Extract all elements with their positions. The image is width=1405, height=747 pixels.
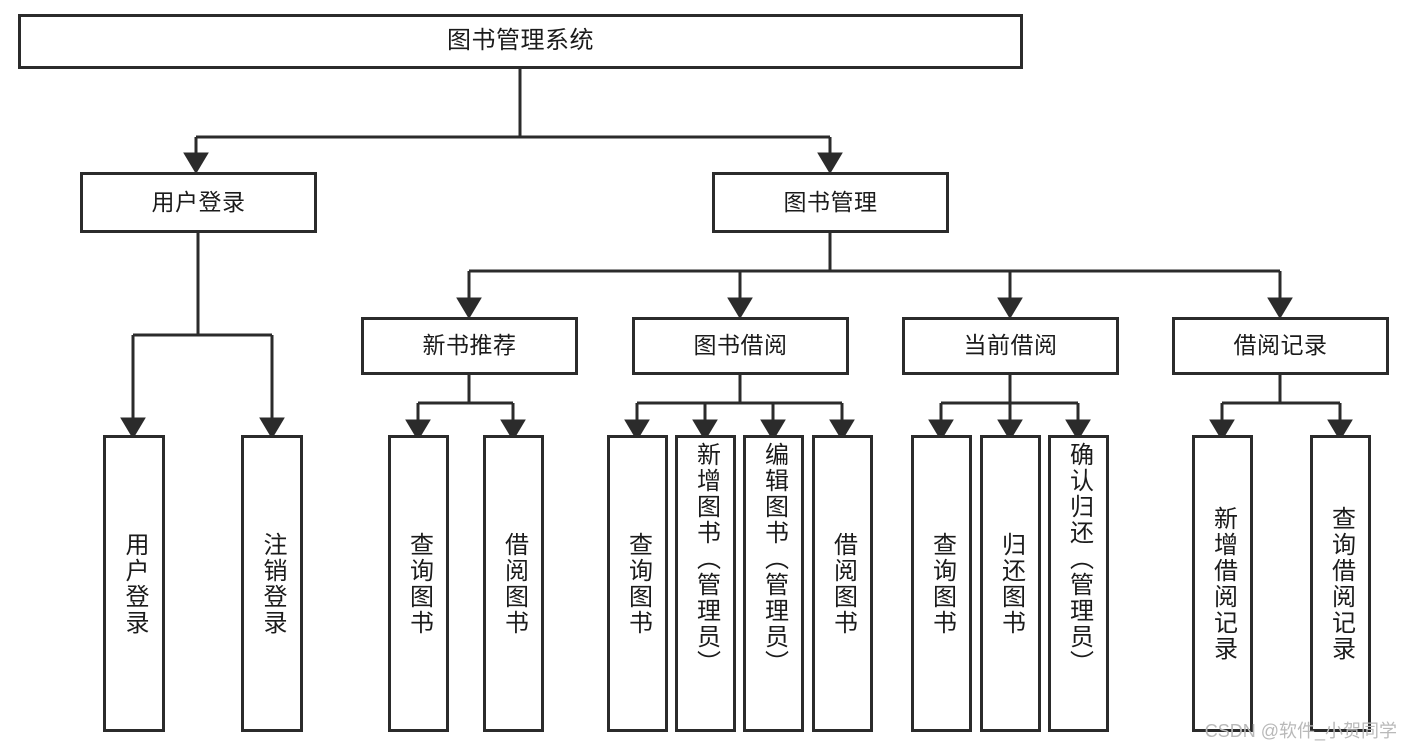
node-label: 查询图书 <box>624 531 652 636</box>
node-root-system[interactable]: 图书管理系统 <box>18 14 1023 69</box>
leaf-user-logout[interactable]: 注销登录 <box>241 435 303 732</box>
leaf-edit-book[interactable]: 编辑图书（管理员） <box>743 435 804 732</box>
node-borrow-record[interactable]: 借阅记录 <box>1172 317 1389 375</box>
leaf-query-borrow-record[interactable]: 查询借阅记录 <box>1310 435 1371 732</box>
node-label: 查询图书 <box>928 531 956 636</box>
node-label: 用户登录 <box>151 188 246 215</box>
node-user-login[interactable]: 用户登录 <box>80 172 317 233</box>
node-book-borrow[interactable]: 图书借阅 <box>632 317 849 375</box>
node-label: 查询图书 <box>405 531 433 636</box>
node-label: 查询借阅记录 <box>1327 505 1355 662</box>
node-label: 用户登录 <box>121 531 148 636</box>
node-label: 借阅图书 <box>500 531 528 636</box>
node-label: 归还图书 <box>997 531 1025 636</box>
leaf-add-book[interactable]: 新增图书（管理员） <box>675 435 736 732</box>
leaf-add-borrow-record[interactable]: 新增借阅记录 <box>1192 435 1253 732</box>
node-label: 借阅图书 <box>829 531 857 636</box>
leaf-borrow-book[interactable]: 借阅图书 <box>812 435 873 732</box>
node-label: 当前借阅 <box>963 332 1058 359</box>
node-label: 借阅记录 <box>1233 332 1328 359</box>
node-book-manage[interactable]: 图书管理 <box>712 172 949 233</box>
node-label: 图书借阅 <box>693 332 788 359</box>
node-current-borrow[interactable]: 当前借阅 <box>902 317 1119 375</box>
node-new-book-recommend[interactable]: 新书推荐 <box>361 317 578 375</box>
leaf-return-book[interactable]: 归还图书 <box>980 435 1041 732</box>
node-label: 新增图书（管理员） <box>692 442 720 676</box>
node-label: 确认归还（管理员） <box>1065 442 1093 676</box>
node-label: 新增借阅记录 <box>1209 505 1237 662</box>
leaf-query-book-current[interactable]: 查询图书 <box>911 435 972 732</box>
node-label: 注销登录 <box>259 531 286 636</box>
leaf-query-book-borrow[interactable]: 查询图书 <box>607 435 668 732</box>
node-label: 图书管理系统 <box>447 27 594 55</box>
leaf-query-book-recommend[interactable]: 查询图书 <box>388 435 449 732</box>
node-label: 编辑图书（管理员） <box>760 442 788 676</box>
leaf-user-login[interactable]: 用户登录 <box>103 435 165 732</box>
node-label: 新书推荐 <box>422 332 517 359</box>
leaf-confirm-return[interactable]: 确认归还（管理员） <box>1048 435 1109 732</box>
leaf-borrow-book-recommend[interactable]: 借阅图书 <box>483 435 544 732</box>
node-label: 图书管理 <box>783 188 878 215</box>
watermark-text: CSDN @软件_小贺同学 <box>1204 721 1397 741</box>
